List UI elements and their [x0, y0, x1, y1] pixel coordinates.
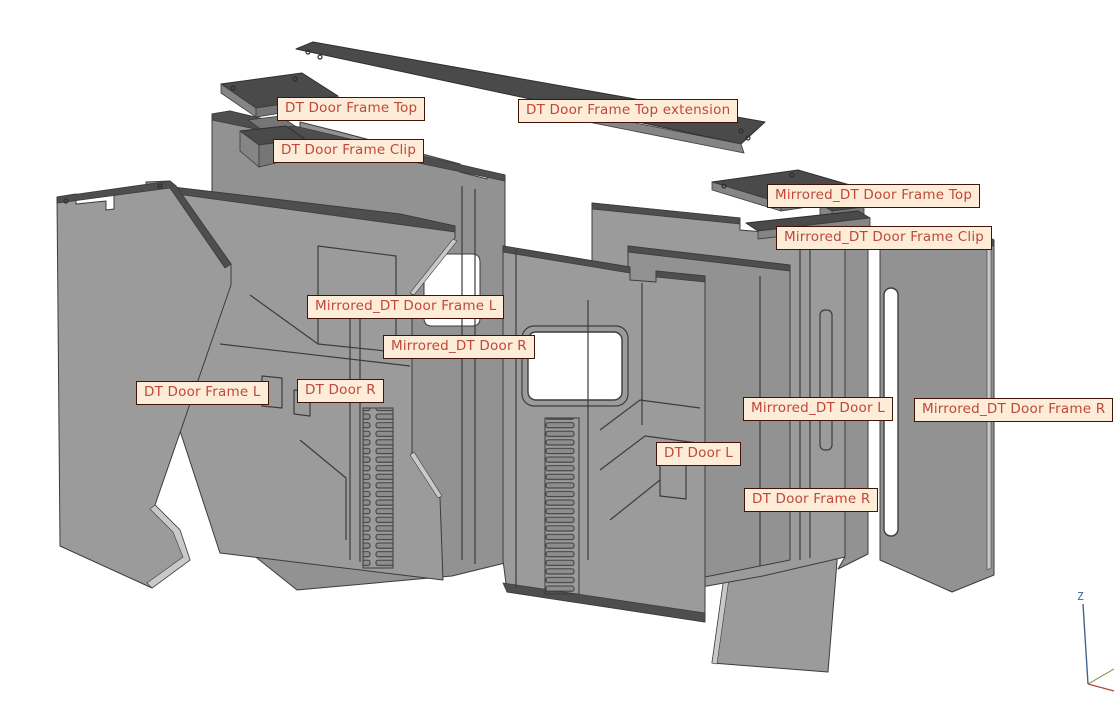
- part-label-mirrored-dt-door-frame-top: Mirrored_DT Door Frame Top: [767, 184, 981, 208]
- part-label-dt-door-r: DT Door R: [297, 379, 384, 403]
- part-label-mirrored-dt-door-r: Mirrored_DT Door R: [383, 335, 535, 359]
- part-label-dt-door-frame-clip: DT Door Frame Clip: [273, 139, 425, 163]
- part-label-mirrored-dt-door-frame-l: Mirrored_DT Door Frame L: [307, 295, 505, 319]
- part-label-dt-door-frame-r: DT Door Frame R: [744, 488, 879, 512]
- part-label-mirrored-dt-door-l: Mirrored_DT Door L: [743, 397, 893, 421]
- part-label-dt-door-frame-l: DT Door Frame L: [136, 381, 269, 405]
- part-mirrored-dt-door-r[interactable]: [502, 245, 706, 623]
- part-label-dt-door-l: DT Door L: [656, 442, 742, 466]
- axis-z-label: Z: [1077, 590, 1084, 603]
- part-label-mirrored-dt-door-frame-clip: Mirrored_DT Door Frame Clip: [776, 226, 993, 250]
- axis-indicator: Z: [1077, 590, 1115, 692]
- part-label-dt-door-frame-top-extension: DT Door Frame Top extension: [518, 99, 739, 123]
- part-label-mirrored-dt-door-frame-r: Mirrored_DT Door Frame R: [914, 398, 1114, 422]
- part-label-dt-door-frame-top: DT Door Frame Top: [277, 97, 426, 121]
